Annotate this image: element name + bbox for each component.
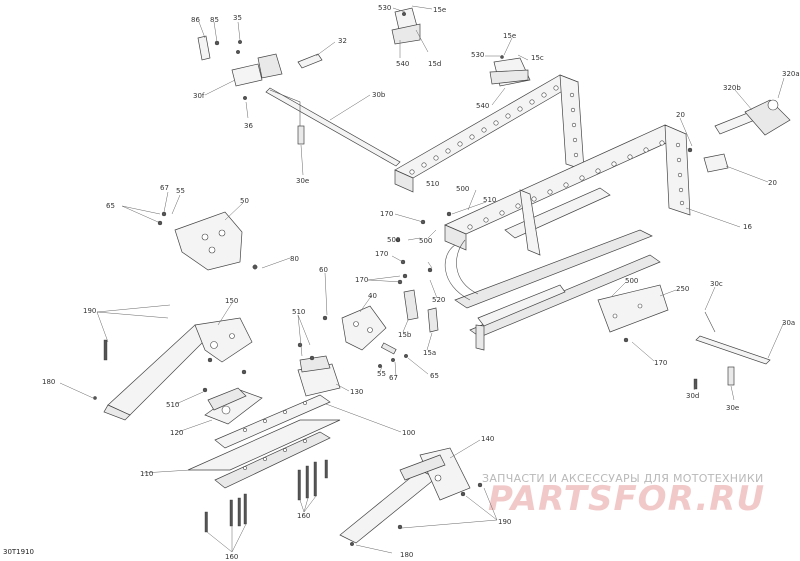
part-label: 20	[676, 111, 685, 119]
part-label: 80	[290, 255, 299, 263]
part-label: 190	[498, 518, 511, 526]
diagram-reference-code: 30T1910	[3, 548, 34, 556]
footrest-rails	[187, 394, 341, 533]
center-hardware	[378, 211, 452, 369]
part-label: 30d	[686, 392, 699, 400]
part-label: 510	[292, 308, 305, 316]
part-label: 530	[378, 4, 391, 12]
part-label: 65	[106, 202, 115, 210]
leader-lines	[59, 5, 785, 554]
part-label: 320a	[782, 70, 800, 78]
watermark: ЗАПЧАСТИ И АКСЕССУАРЫ ДЛЯ МОТОТЕХНИКИ PA…	[482, 472, 765, 519]
part-label: 15a	[423, 349, 436, 357]
part-label: 15e	[433, 6, 446, 14]
part-label: 32	[338, 37, 347, 45]
part-label: 500	[625, 277, 638, 285]
part-label: 85	[210, 16, 219, 24]
part-label: 160	[297, 512, 310, 520]
footrest-left	[93, 317, 341, 425]
part-label: 520	[432, 296, 445, 304]
main-frame	[394, 74, 691, 351]
part-label: 55	[377, 370, 386, 378]
plate-40	[322, 305, 397, 355]
part-label: 20	[768, 179, 777, 187]
part-label: 540	[476, 102, 489, 110]
part-label: 30e	[726, 404, 739, 412]
part-label: 60	[319, 266, 328, 274]
part-label: 130	[350, 388, 363, 396]
part-label: 15b	[398, 331, 412, 339]
part-label: 500	[387, 236, 400, 244]
part-label: 65	[430, 372, 439, 380]
part-label: 180	[42, 378, 55, 386]
part-label: 190	[83, 307, 96, 315]
part-label: 510	[426, 180, 439, 188]
part-label: 510	[166, 401, 179, 409]
top-brackets	[197, 7, 531, 167]
part-label: 16	[743, 223, 752, 231]
part-label: 540	[396, 60, 409, 68]
part-label: 50	[240, 197, 249, 205]
part-label: 170	[375, 250, 388, 258]
part-label: 67	[160, 184, 169, 192]
part-label: 250	[676, 285, 689, 293]
bar-30a	[693, 311, 771, 390]
part-label: 150	[225, 297, 238, 305]
part-label: 40	[368, 292, 377, 300]
part-label: 180	[400, 551, 413, 559]
part-label: 55	[176, 187, 185, 195]
part-label: 120	[170, 429, 183, 437]
part-label: 170	[355, 276, 368, 284]
part-label: 140	[481, 435, 494, 443]
part-labels: 530 15e 86 85 35 32 540 15d 15e 530 15c …	[42, 4, 800, 561]
part-label: 170	[654, 359, 667, 367]
part-label: 30c	[710, 280, 723, 288]
part-label: 500	[456, 185, 469, 193]
part-label: 510	[483, 196, 496, 204]
part-label: 30e	[296, 177, 309, 185]
part-label: 15c	[531, 54, 544, 62]
part-label: 36	[244, 122, 253, 130]
watermark-logo: PARTSFOR.RU	[488, 479, 765, 519]
part-label: 30a	[782, 319, 795, 327]
bracket-250	[597, 284, 669, 343]
part-label: 35	[233, 14, 242, 22]
part-label: 30b	[372, 91, 386, 99]
part-label: 110	[140, 470, 153, 478]
footrest-right	[339, 447, 483, 547]
watermark-tagline: ЗАПЧАСТИ И АКСЕССУАРЫ ДЛЯ МОТОТЕХНИКИ	[482, 472, 764, 485]
part-label: 30f	[193, 92, 205, 100]
part-label: 15e	[503, 32, 516, 40]
part-label: 15d	[428, 60, 441, 68]
part-label: 160	[225, 553, 238, 561]
part-label: 500	[419, 237, 432, 245]
part-label: 320b	[723, 84, 741, 92]
part-label: 530	[471, 51, 484, 59]
hitch-parts	[687, 99, 791, 173]
part-label: 100	[402, 429, 415, 437]
bracket-50	[157, 211, 258, 271]
part-label: 86	[191, 16, 200, 24]
part-label: 170	[380, 210, 393, 218]
part-label: 67	[389, 374, 398, 382]
